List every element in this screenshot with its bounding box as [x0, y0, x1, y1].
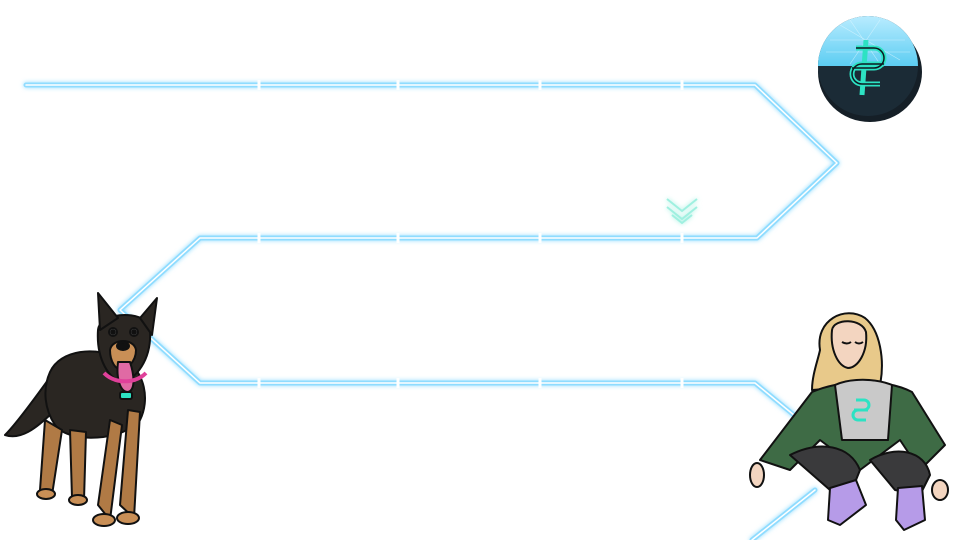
person-illustration — [749, 312, 949, 531]
segment-separators — [257, 80, 684, 388]
double-chevron-down-icon — [666, 198, 698, 225]
coin-logo-icon — [818, 16, 922, 122]
timeline-path-glow — [23, 82, 840, 423]
dog-illustration — [4, 292, 158, 527]
timeline-path-core — [25, 84, 838, 421]
